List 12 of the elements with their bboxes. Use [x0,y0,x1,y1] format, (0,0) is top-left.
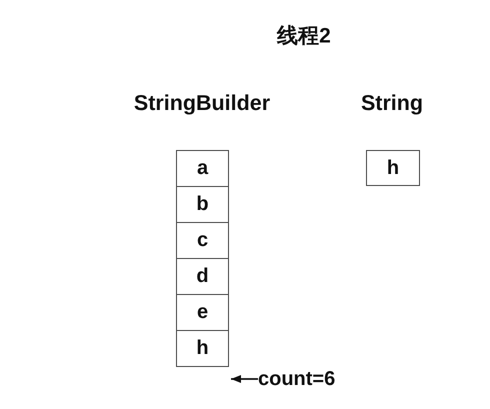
count-label: count=6 [258,368,336,390]
array-cell: h [176,330,229,366]
array-cell: b [176,186,229,224]
arrow [231,375,258,383]
array-cell: c [176,222,229,260]
array-cell: a [176,150,229,188]
array-cell: d [176,258,229,296]
array-cell: e [176,294,229,332]
column-heading: StringBuilder [134,91,270,117]
string-box: h [366,150,420,186]
title: 线程2 [277,23,331,49]
column-heading: String [360,91,424,117]
